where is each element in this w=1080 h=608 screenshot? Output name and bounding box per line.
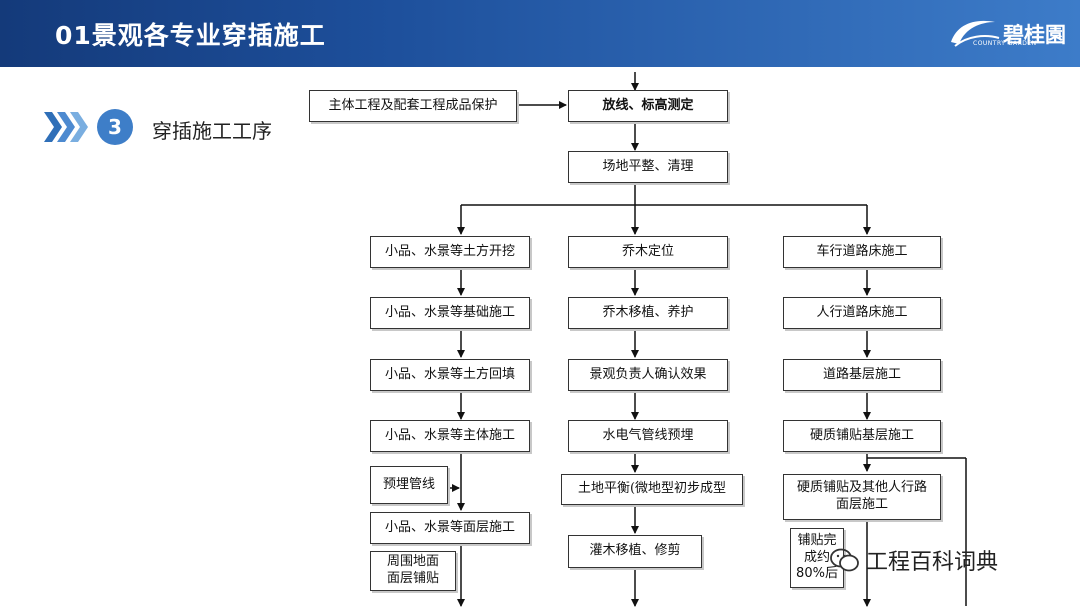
col2-step-3: 景观负责人确认效果 [568,359,728,391]
section-title: 穿插施工工序 [152,119,272,143]
col3-step-3: 道路基层施工 [783,359,941,391]
chevrons-icon [44,112,88,142]
protection-box: 主体工程及配套工程成品保护 [309,90,517,122]
col2-step-4: 水电气管线预埋 [568,420,728,452]
watermark-text: 工程百科词典 [866,550,999,575]
logo-text: 碧桂園 [1003,23,1066,47]
col1-step-3: 小品、水景等土方回填 [370,359,530,391]
header-bar: 01景观各专业穿插施工 碧桂園 COUNTRY GARDEN [0,0,1080,67]
wechat-icon [830,548,859,572]
col3-step-4: 硬质铺贴基层施工 [783,420,941,452]
col2-step-6: 灌木移植、修剪 [568,535,702,568]
watermark: 工程百科词典 [830,540,998,580]
col2-step-1: 乔木定位 [568,236,728,268]
logo-subtext: COUNTRY GARDEN [973,40,1037,47]
col1-pipes: 预埋管线 [370,466,448,504]
col3-step-5: 硬质铺贴及其他人行路 面层施工 [783,474,941,520]
survey-box: 放线、标高测定 [568,90,728,122]
page-title: 01景观各专业穿插施工 [55,21,326,50]
col1-step-5: 小品、水景等面层施工 [370,512,530,544]
col3-paving-80-note: 铺贴完 成约 80%后 [790,528,844,588]
col2-step-2: 乔木移植、养护 [568,297,728,329]
site-clearing-box: 场地平整、清理 [568,151,728,183]
col1-step-1: 小品、水景等土方开挖 [370,236,530,268]
col2-step-5: 土地平衡(微地型初步成型 [561,474,743,505]
country-garden-logo-icon [951,20,1000,47]
col3-step-2: 人行道路床施工 [783,297,941,329]
col1-step-2: 小品、水景等基础施工 [370,297,530,329]
col3-step-1: 车行道路床施工 [783,236,941,268]
step-number-badge: 3 [97,109,133,145]
col1-surrounding-paving: 周围地面 面层铺贴 [370,551,456,591]
col1-step-4: 小品、水景等主体施工 [370,420,530,452]
